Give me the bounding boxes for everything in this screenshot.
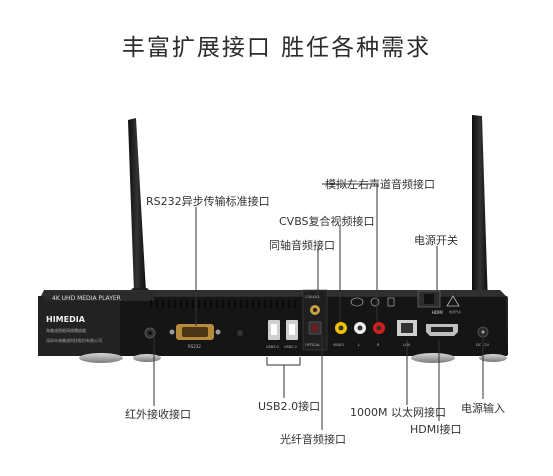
callout-hdmi: HDMI接口 bbox=[410, 423, 462, 436]
ir-port bbox=[144, 327, 156, 339]
port-label-text: HDMI bbox=[432, 310, 443, 315]
hdmi-port: HDMI bbox=[426, 310, 458, 336]
right-antenna bbox=[469, 115, 491, 310]
panel-line-1: 海美迪智能网络播放器 bbox=[46, 327, 86, 333]
rs232-port: RS232 bbox=[169, 324, 221, 349]
rs232-port-text: RS232 bbox=[188, 344, 201, 349]
callout-power-in: 电源输入 bbox=[461, 402, 505, 415]
usb-ports: USB3.0 USB2.0 bbox=[266, 320, 298, 349]
leader-lines bbox=[153, 183, 484, 430]
panel-line-2: 深圳市海美迪科技股份有限公司 bbox=[46, 337, 102, 343]
port-label-text: OPTICAL bbox=[305, 343, 320, 347]
power-switch: 电源开关 bbox=[417, 290, 461, 314]
callout-power-switch: 电源开关 bbox=[414, 234, 458, 247]
port-label-text: 电源开关 bbox=[449, 309, 461, 314]
coaxial-optical-ports: COAXIAL OPTICAL bbox=[302, 289, 328, 351]
port-label-text: USB2.0 bbox=[284, 345, 297, 349]
port-label-text: L bbox=[358, 343, 360, 347]
callout-cvbs: CVBS复合视频接口 bbox=[279, 215, 375, 228]
brand-logo-text: HIMEDIA bbox=[46, 315, 86, 324]
port-label-text: VIDEO bbox=[333, 343, 344, 347]
headline: 丰富扩展接口 胜任各种需求 bbox=[121, 35, 432, 61]
callout-coaxial: 同轴音频接口 bbox=[269, 239, 335, 252]
callout-analog-audio: 模拟左右声道音频接口 bbox=[325, 178, 435, 191]
port-label-text: COAXIAL bbox=[305, 295, 320, 299]
vent-slots bbox=[150, 300, 296, 308]
port-label-text: R bbox=[377, 343, 380, 347]
port-label-text: USB3.0 bbox=[266, 345, 279, 349]
rca-ports: VIDEO L R bbox=[333, 322, 385, 347]
callout-ir: 红外接收接口 bbox=[125, 408, 191, 421]
callout-rs232: RS232异步传输标准接口 bbox=[146, 195, 270, 208]
callout-lan: 1000M 以太网接口 bbox=[350, 406, 446, 419]
certification-marks bbox=[350, 297, 395, 307]
callout-usb: USB2.0接口 bbox=[258, 400, 321, 413]
callout-optical: 光纤音频接口 bbox=[280, 433, 346, 446]
brand-strip-text: 4K UHD MEDIA PLAYER bbox=[52, 295, 121, 302]
